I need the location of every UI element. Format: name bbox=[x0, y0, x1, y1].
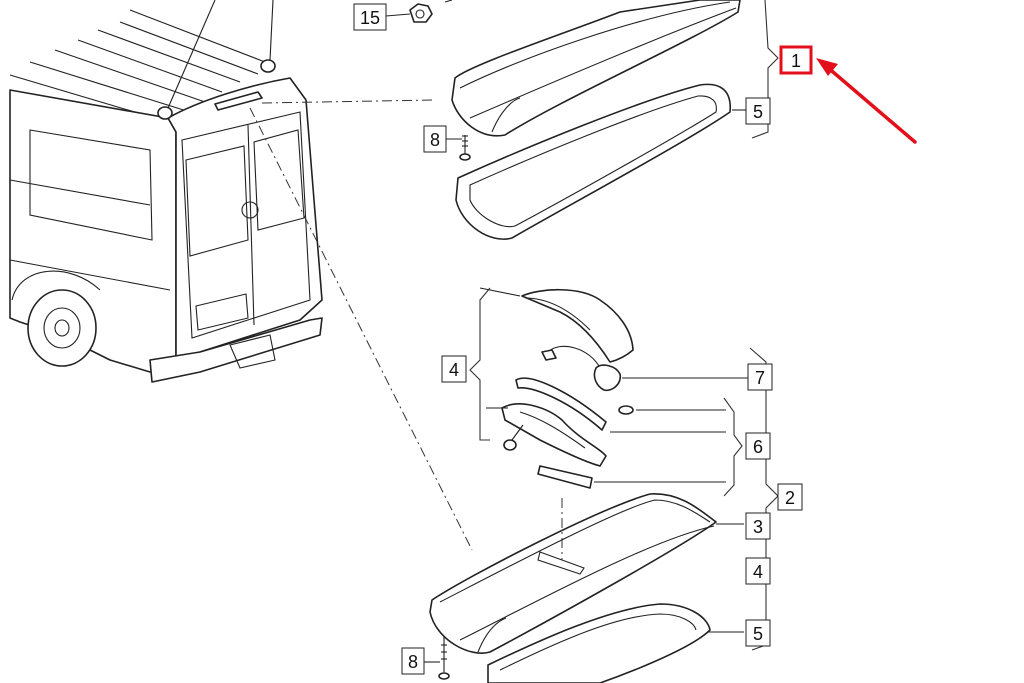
bolt-icon-top bbox=[459, 135, 471, 161]
svg-text:1: 1 bbox=[791, 51, 801, 71]
wiring-harness-part bbox=[541, 345, 622, 392]
leader-line-bottom bbox=[249, 107, 473, 551]
callout-7: 7 bbox=[747, 363, 773, 391]
nut-icon bbox=[409, 0, 453, 23]
callout-8-top: 8 bbox=[423, 125, 462, 153]
svg-text:3: 3 bbox=[753, 517, 763, 537]
svg-text:4: 4 bbox=[449, 360, 459, 380]
bottom-lens-seal bbox=[487, 603, 711, 683]
bolt-icon-bottom bbox=[438, 636, 450, 680]
svg-text:2: 2 bbox=[785, 488, 795, 508]
bottom-brake-light-housing bbox=[429, 493, 717, 654]
callout-4-left: 4 bbox=[441, 355, 467, 383]
svg-text:5: 5 bbox=[753, 624, 763, 644]
red-highlight-box bbox=[779, 45, 813, 75]
svg-text:6: 6 bbox=[753, 437, 763, 457]
callout-5-top: 5 bbox=[745, 97, 771, 125]
led-board-part bbox=[501, 403, 607, 467]
callout-5-bottom: 5 bbox=[745, 619, 771, 647]
brake-light-location bbox=[214, 91, 263, 111]
svg-text:8: 8 bbox=[430, 130, 440, 150]
leader-line-top bbox=[261, 99, 436, 104]
van-illustration bbox=[9, 0, 323, 383]
top-lens-seal bbox=[455, 83, 731, 240]
top-brake-light-housing bbox=[451, 0, 741, 137]
callout-15: 15 bbox=[353, 3, 411, 31]
svg-text:8: 8 bbox=[408, 652, 418, 672]
svg-text:4: 4 bbox=[753, 562, 763, 582]
callout-4-right: 4 bbox=[745, 557, 771, 585]
callout-8-bottom: 8 bbox=[401, 647, 440, 675]
screw-icon-middle bbox=[503, 424, 524, 451]
grommet-part bbox=[618, 405, 634, 415]
callout-3: 3 bbox=[745, 512, 771, 540]
reflector-strip-part bbox=[537, 465, 593, 489]
svg-text:5: 5 bbox=[753, 102, 763, 122]
svg-text:7: 7 bbox=[755, 368, 765, 388]
red-arrow-pointer bbox=[816, 58, 917, 144]
callout-2: 2 bbox=[777, 483, 803, 511]
svg-text:15: 15 bbox=[360, 8, 380, 28]
callout-1: 1 bbox=[781, 47, 811, 73]
callout-6: 6 bbox=[745, 432, 771, 460]
light-cover-part bbox=[521, 288, 634, 363]
gasket-strip-part bbox=[515, 377, 607, 431]
